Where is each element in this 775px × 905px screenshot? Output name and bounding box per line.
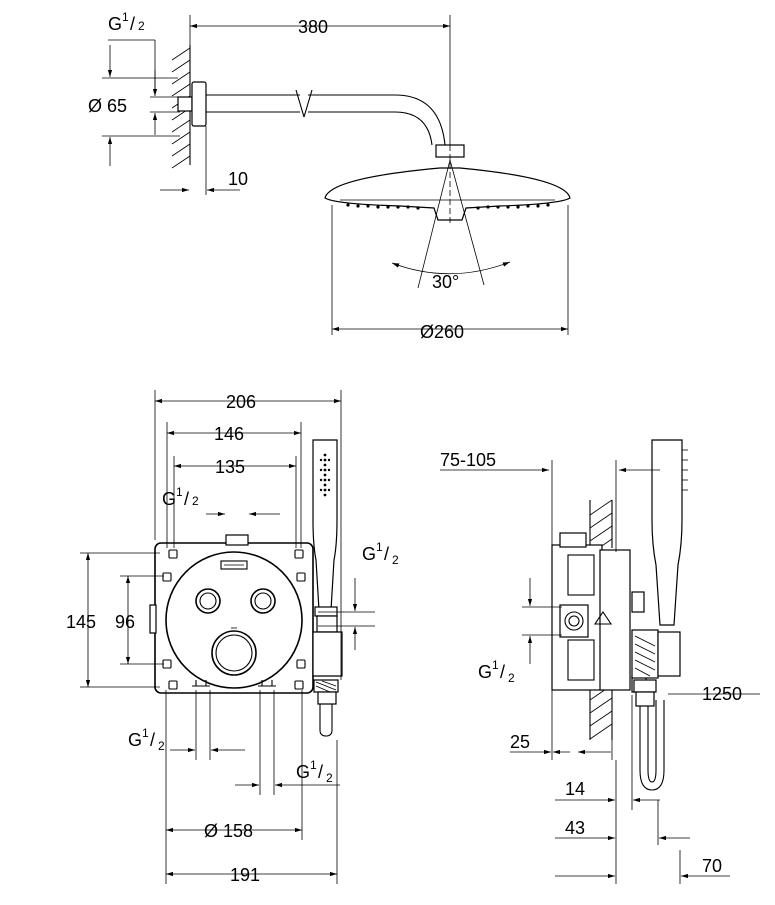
mixer-front-view: 206 146 135 G 1 / 2 145 96 G 1 / <box>66 390 399 885</box>
svg-text:2: 2 <box>326 771 333 785</box>
svg-text:/: / <box>384 544 389 564</box>
box-height-label: 145 <box>66 612 96 632</box>
box-side-tab <box>149 604 157 634</box>
svg-text:2: 2 <box>192 494 199 508</box>
depth-14-label: 14 <box>565 779 585 799</box>
svg-text:/: / <box>500 662 505 682</box>
hose-length-label: 1250 <box>702 684 742 704</box>
top-outlet <box>225 534 249 546</box>
shower-head-view: 30° 380 G 1 / 2 Ø 65 10 Ø <box>88 10 571 342</box>
hole-spacing-h-label: 135 <box>215 457 245 477</box>
front-plate-side <box>599 549 631 691</box>
outlet-button-1 <box>195 588 221 614</box>
wall-connector <box>177 96 193 112</box>
rosette-diameter-label: Ø 158 <box>204 821 253 841</box>
bottom-connectors <box>192 680 276 687</box>
box-width-label: 206 <box>226 392 256 412</box>
mixer-side-view: 75-105 G 1 / 2 25 14 43 <box>440 439 760 884</box>
svg-text:1: 1 <box>122 10 129 24</box>
svg-text:G: G <box>108 14 122 34</box>
thread-label-top: G 1 / 2 <box>108 10 145 34</box>
thread-label-front-right: G 1 / 2 <box>362 540 399 567</box>
spray-angle-label: 30° <box>432 272 459 292</box>
rosette-plate <box>165 551 303 689</box>
hole-spacing-v-label: 96 <box>115 612 135 632</box>
side-inlet-nut <box>559 604 589 638</box>
svg-text:G: G <box>128 730 142 750</box>
thread-label-front-bottom-right: G 1 / 2 <box>296 758 333 785</box>
svg-text:/: / <box>318 762 323 782</box>
svg-text:2: 2 <box>392 553 399 567</box>
svg-text:1: 1 <box>142 726 149 740</box>
holder-side <box>631 629 659 679</box>
hand-shower-side <box>631 439 688 791</box>
shower-head <box>324 167 571 221</box>
svg-text:/: / <box>150 730 155 750</box>
svg-text:1: 1 <box>376 540 383 554</box>
depth-25-label: 25 <box>510 732 530 752</box>
spray-nozzles <box>346 203 550 210</box>
head-diameter-label: Ø260 <box>420 322 464 342</box>
overall-width-label: 191 <box>230 865 260 885</box>
svg-text:/: / <box>130 14 135 34</box>
brand-logo <box>220 560 248 570</box>
shower-arm <box>206 94 300 113</box>
wall-depth-range-label: 75-105 <box>440 450 496 470</box>
svg-text:1: 1 <box>176 485 183 499</box>
svg-text:1: 1 <box>492 658 499 672</box>
svg-text:G: G <box>162 489 176 509</box>
arm-length-label: 380 <box>298 17 328 37</box>
thread-label-side: G 1 / 2 <box>478 658 515 685</box>
svg-text:1: 1 <box>310 758 317 772</box>
depth-70-label: 70 <box>702 856 722 876</box>
thread-label-front-bottom-left: G 1 / 2 <box>128 726 165 753</box>
depth-43-label: 43 <box>565 818 585 838</box>
svg-text:/: / <box>184 489 189 509</box>
thread-label-front-top: G 1 / 2 <box>162 485 199 509</box>
svg-text:2: 2 <box>508 671 515 685</box>
svg-text:G: G <box>296 762 310 782</box>
svg-text:2: 2 <box>138 19 145 33</box>
svg-text:2: 2 <box>158 739 165 753</box>
plate-width-label: 146 <box>214 424 244 444</box>
svg-text:G: G <box>478 662 492 682</box>
screw-holes <box>162 549 306 690</box>
svg-text:G: G <box>362 544 376 564</box>
arm-flange <box>191 81 207 127</box>
thermostat-knob <box>211 630 257 676</box>
flange-diameter-label: Ø 65 <box>88 96 127 116</box>
shower-holder <box>312 631 343 677</box>
hand-shower-front <box>312 439 343 737</box>
outlet-button-2 <box>250 588 276 614</box>
wall-offset-label: 10 <box>228 169 248 189</box>
